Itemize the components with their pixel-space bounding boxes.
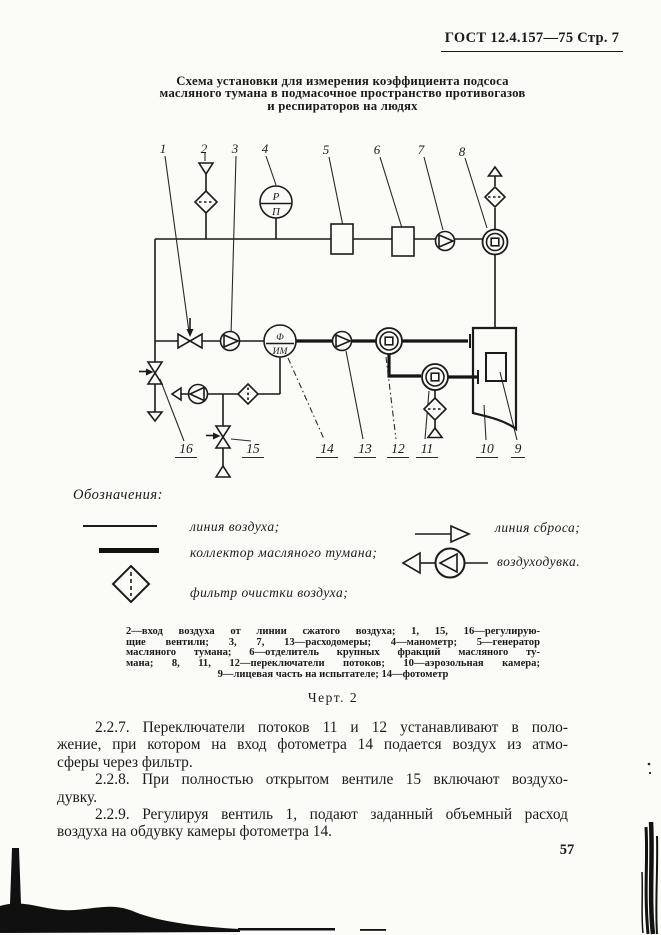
aerosol-chamber-symbol bbox=[471, 326, 518, 432]
component-number-labels-top: 1 2 3 4 5 6 7 8 bbox=[160, 141, 466, 159]
label-11: 11 bbox=[421, 441, 434, 456]
air-pipe-lines bbox=[154, 174, 496, 466]
title-line-1: Схема установки для измерения коэффициен… bbox=[176, 74, 509, 88]
air-inlet-symbol bbox=[193, 162, 219, 215]
valve-15-symbol bbox=[206, 425, 232, 478]
air-line-icon bbox=[83, 525, 157, 527]
bottom-edge-smudge bbox=[0, 848, 386, 933]
mist-generator-symbol bbox=[330, 223, 354, 255]
flow-switch-11-symbol bbox=[421, 363, 449, 439]
component-number-labels-bottom: 16 15 14 13 12 11 10 9 bbox=[175, 441, 525, 459]
flowmeter-7-symbol bbox=[434, 230, 456, 252]
caption-line-1: 2—вход воздуха от линии сжатого воздуха;… bbox=[126, 626, 540, 637]
label-10: 10 bbox=[480, 441, 494, 456]
figure-number: Черт. 2 bbox=[307, 690, 359, 705]
caption-line-2: щие вентили; 3, 7, 13—расходомеры; 4—ман… bbox=[126, 636, 540, 648]
title-line-3: и респираторов на людях bbox=[267, 98, 418, 113]
legend-heading: Обозначения: bbox=[73, 487, 163, 503]
photometer-letter-top: Ф bbox=[276, 333, 284, 343]
manometer-letter-top: Р bbox=[272, 191, 280, 203]
legend-label-air-line: линия воздуха; bbox=[190, 519, 280, 534]
label-14: 14 bbox=[320, 441, 334, 456]
paragraph-227-line-3: сферы через фильтр. bbox=[57, 753, 193, 771]
legend-label-blower: воздуходувка. bbox=[497, 554, 581, 569]
air-filter-icon bbox=[111, 564, 151, 604]
label-7: 7 bbox=[418, 142, 425, 157]
valve-16-symbol bbox=[139, 361, 164, 423]
title-line-2: масляного тумана в подмасочное пространс… bbox=[159, 86, 526, 101]
label-3: 3 bbox=[231, 141, 239, 156]
label-16: 16 bbox=[179, 441, 193, 456]
manometer-symbol: Р П bbox=[259, 185, 293, 219]
label-12: 12 bbox=[391, 441, 405, 456]
caption-line-5: 9—лицевая часть на испытателе; 14—фотоме… bbox=[217, 668, 449, 680]
legend-label-discharge-line: линия сброса; bbox=[495, 520, 581, 535]
paragraph-227-line-2: жение, при котором на вход фотометра 14 … bbox=[57, 736, 568, 754]
page-number: 57 bbox=[559, 842, 575, 858]
label-15: 15 bbox=[246, 441, 260, 456]
photometer-letter-bottom: ИМ bbox=[272, 347, 289, 357]
flow-switch-12-symbol bbox=[375, 327, 403, 355]
mist-collector-icon bbox=[99, 548, 159, 553]
label-8: 8 bbox=[459, 144, 466, 159]
valve-1-symbol bbox=[177, 318, 203, 350]
label-6: 6 bbox=[374, 142, 381, 157]
face-piece-symbol bbox=[485, 352, 507, 382]
flowmeter-13-symbol bbox=[331, 330, 353, 352]
legend-label-air-filter: фильтр очистки воздуха; bbox=[190, 585, 349, 600]
body-paragraphs: 2.2.7. Переключатели потоков 11 и 12 уст… bbox=[57, 719, 568, 841]
blower-branch-symbol bbox=[170, 382, 260, 406]
caption-line-4: мана; 8, 11, 12—переключатели потоков; 1… bbox=[126, 658, 540, 670]
blower-icon bbox=[401, 547, 488, 579]
leader-lines bbox=[159, 152, 518, 442]
photometer-symbol: Ф ИМ bbox=[263, 324, 297, 358]
figure-title: Схема установки для измерения коэффициен… bbox=[70, 74, 615, 113]
legend-label-mist-collector: коллектор масляного тумана; bbox=[190, 545, 378, 560]
paragraph-228-line-1: 2.2.8. При полностью открытом вентиле 15… bbox=[95, 771, 568, 789]
page-header: ГОСТ 12.4.157—75 Стр. 7 bbox=[441, 30, 623, 52]
flow-switch-8-symbol bbox=[481, 165, 509, 256]
paragraph-227-line-1: 2.2.7. Переключатели потоков 11 и 12 уст… bbox=[95, 719, 568, 736]
figure-caption: 2—вход воздуха от линии сжатого воздуха;… bbox=[126, 626, 540, 681]
label-4: 4 bbox=[262, 141, 269, 156]
label-9: 9 bbox=[515, 441, 522, 456]
label-2: 2 bbox=[201, 141, 208, 156]
manometer-letter-bottom: П bbox=[271, 206, 281, 218]
label-5: 5 bbox=[323, 142, 330, 157]
installation-schematic: Р П bbox=[139, 141, 525, 478]
label-13: 13 bbox=[358, 441, 372, 456]
caption-line-3: масляного тумана; 6—отделитель крупных ф… bbox=[126, 647, 540, 659]
paragraph-229-line-1: 2.2.9. Регулируя вентиль 1, подают задан… bbox=[95, 806, 568, 824]
paragraph-228-line-2: дувку. bbox=[57, 788, 98, 806]
discharge-line-icon bbox=[415, 524, 471, 544]
flowmeter-3-symbol bbox=[219, 330, 241, 352]
paragraph-229-line-2: воздуха на обдувку камеры фотометра 14. bbox=[57, 823, 333, 841]
fraction-separator-symbol bbox=[391, 226, 415, 257]
label-1: 1 bbox=[160, 141, 167, 156]
